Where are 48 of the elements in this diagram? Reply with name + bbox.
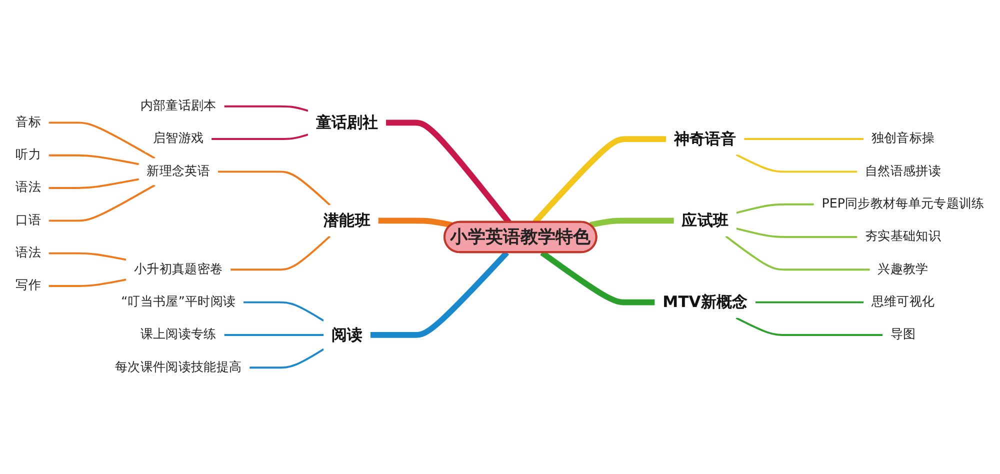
- connector: [736, 154, 858, 173]
- node-text: 应试班: [682, 210, 729, 230]
- node-text: PEP同步教材每单元专题训练: [822, 196, 984, 212]
- connector: [212, 134, 308, 140]
- node-text: 启智游戏: [153, 131, 204, 146]
- connector: [48, 184, 156, 222]
- connector: [48, 122, 156, 160]
- connector: [48, 154, 140, 166]
- node-text: 思维可视化: [871, 294, 935, 310]
- connector: [250, 348, 324, 369]
- connector: [224, 105, 308, 112]
- connector: [378, 218, 452, 228]
- node-text: 导图: [890, 327, 916, 342]
- connector: [48, 278, 126, 287]
- node-text: MTV新概念: [662, 292, 748, 312]
- node-text: 每次课件阅读技能提高: [115, 360, 242, 375]
- node-text: 语法: [16, 180, 41, 196]
- node-text: 自然语感拼读: [865, 164, 942, 179]
- node-text: 新理念英语: [146, 164, 210, 179]
- node-text: 内部童话剧本: [140, 98, 216, 114]
- node-text: 听力: [16, 148, 41, 162]
- connector: [48, 178, 140, 189]
- connector: [725, 236, 870, 271]
- node-text: 阅读: [331, 325, 363, 344]
- node-text: 夯实基础知识: [865, 229, 942, 244]
- node-text: 童话剧社: [316, 112, 378, 132]
- connector: [230, 236, 331, 271]
- connector: [370, 250, 510, 338]
- node-text: 语法: [16, 246, 41, 260]
- connector: [736, 203, 814, 214]
- connector: [744, 138, 864, 140]
- node-text: 写作: [16, 278, 41, 294]
- connector: [590, 218, 674, 228]
- connector: [755, 301, 864, 304]
- connector: [243, 301, 324, 322]
- node-text: “叮当书屋”平时阅读: [121, 294, 236, 310]
- node-text: 潜能班: [324, 210, 370, 230]
- node-text: 口语: [16, 213, 41, 228]
- node-text: 兴趣教学: [878, 262, 928, 277]
- node-text: 小升初真题密卷: [134, 262, 223, 277]
- connector: [224, 334, 324, 336]
- connector: [218, 170, 331, 206]
- node-text: 课上阅读专练: [140, 327, 216, 342]
- connector: [736, 317, 883, 336]
- connector: [48, 252, 126, 261]
- node-text: 独创音标操: [871, 131, 935, 146]
- connector: [736, 228, 858, 238]
- node-text: 音标: [16, 115, 41, 130]
